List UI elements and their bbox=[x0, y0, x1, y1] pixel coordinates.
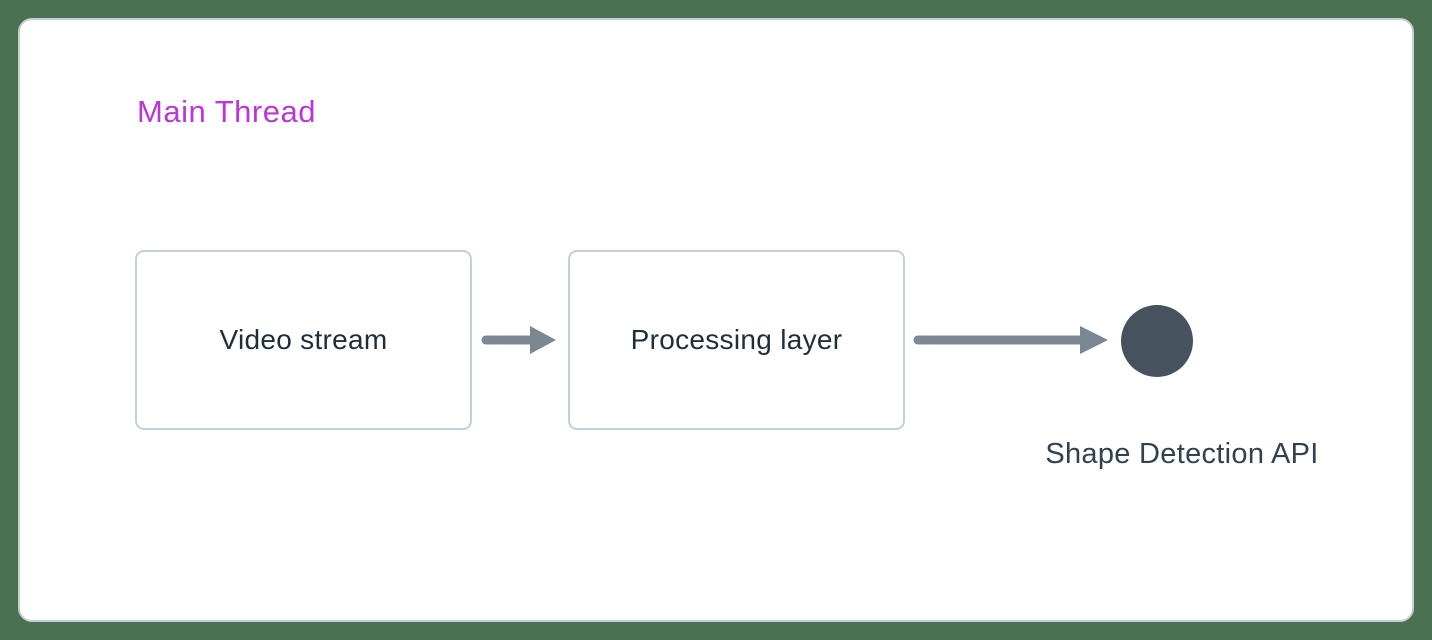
node-shape-detection-circle bbox=[1121, 305, 1193, 377]
arrow-icon-processing-to-shape-detection bbox=[913, 326, 1108, 354]
lane-label-main-thread: Main Thread bbox=[137, 94, 316, 129]
node-shape-detection-label: Shape Detection API bbox=[1045, 438, 1319, 470]
arrow-head bbox=[1080, 326, 1108, 354]
main-thread-panel: Main Thread Video stream Processing laye… bbox=[18, 18, 1414, 622]
arrow-icon-video-to-processing bbox=[481, 326, 556, 354]
arrow-head bbox=[530, 326, 556, 354]
node-processing-layer: Processing layer bbox=[568, 250, 905, 430]
node-video-stream: Video stream bbox=[135, 250, 472, 430]
node-video-stream-label: Video stream bbox=[219, 324, 388, 355]
node-processing-layer-label: Processing layer bbox=[630, 324, 843, 355]
endpoint-circle-icon bbox=[1121, 305, 1193, 377]
